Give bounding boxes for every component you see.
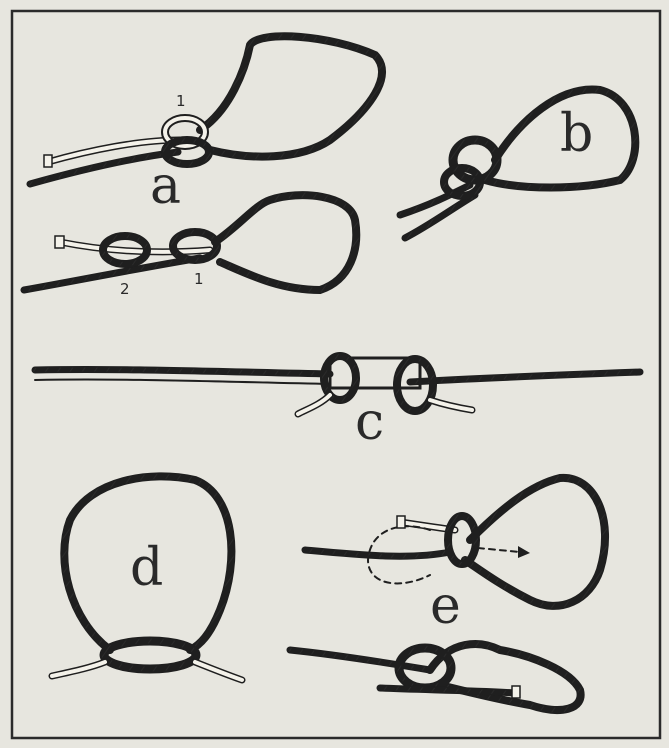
- label-d: d: [130, 542, 163, 594]
- label-b: b: [560, 108, 593, 160]
- label-number-1-mid: 1: [194, 272, 204, 287]
- label-c: c: [355, 396, 384, 448]
- label-e: e: [430, 580, 461, 632]
- label-number-1-top: 1: [176, 94, 186, 109]
- label-a: a: [150, 160, 181, 212]
- label-number-2: 2: [120, 282, 130, 297]
